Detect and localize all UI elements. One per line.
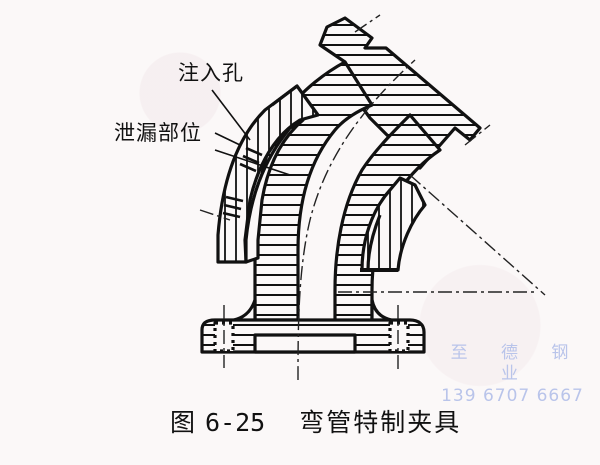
pipe-axis <box>297 59 416 381</box>
watermark-company: 至 德 钢 业 <box>450 343 583 385</box>
leader-leak-location-1 <box>214 132 241 146</box>
leader-leak-location-2 <box>214 149 291 176</box>
figure-caption: 图 6-25 弯管特制夹具 <box>170 403 461 439</box>
flange-bolt-axis-top <box>354 14 381 33</box>
watermark: 至 德 钢 业 139 6707 6667 <box>425 343 600 407</box>
flange-bolt-axis-right <box>464 124 491 146</box>
figure-prefix: 图 <box>170 408 196 437</box>
clamp-axis-left <box>199 209 231 221</box>
right-clamp-shell <box>360 176 427 272</box>
left-clamp-shell <box>216 84 320 264</box>
bottom-flange <box>200 318 426 354</box>
figure-number: 6-25 <box>205 408 266 437</box>
watermark-phone: 139 6707 6667 <box>441 385 584 406</box>
center-lines <box>199 14 546 381</box>
leader-lines <box>211 89 291 176</box>
diagonal-axis <box>409 174 546 296</box>
leader-injection-hole <box>211 89 251 141</box>
label-injection-hole: 注入孔 <box>178 61 244 85</box>
figure-title: 弯管特制夹具 <box>299 408 462 437</box>
label-leak-location: 泄漏部位 <box>114 121 202 145</box>
